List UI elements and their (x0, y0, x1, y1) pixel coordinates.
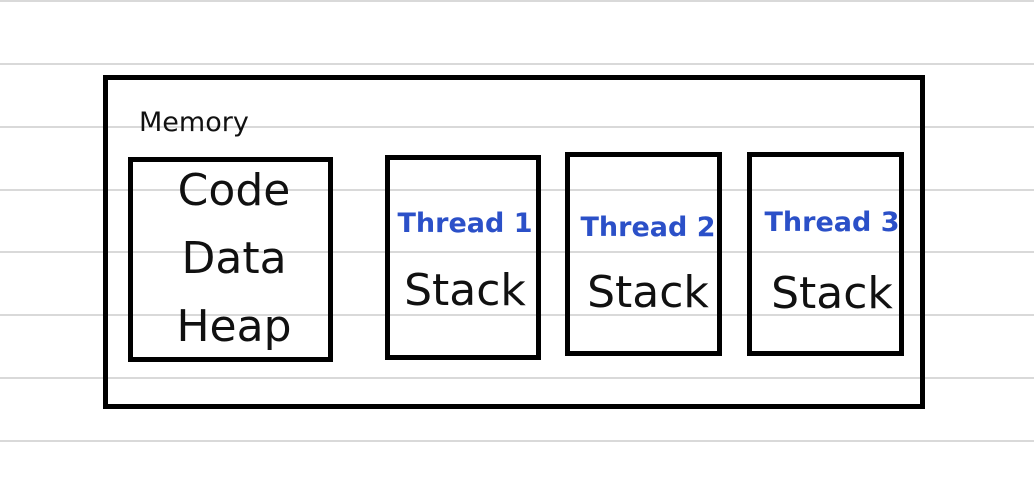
thread-2-label: Thread 2 (580, 212, 716, 243)
code-label: Code (177, 165, 291, 216)
thread-2-stack-label: Stack (587, 267, 709, 318)
thread-1-label: Thread 1 (397, 208, 533, 239)
ruled-line (0, 440, 1034, 442)
ruled-line (0, 251, 1034, 253)
thread-1-stack-box (385, 155, 541, 360)
ruled-line (0, 126, 1034, 128)
thread-1-stack-label: Stack (404, 265, 526, 316)
thread-3-label: Thread 3 (764, 207, 900, 238)
thread-3-stack-box (747, 152, 904, 356)
memory-label: Memory (139, 107, 249, 138)
ruled-line (0, 0, 1034, 2)
ruled-line (0, 189, 1034, 191)
data-label: Data (181, 233, 287, 284)
thread-3-stack-label: Stack (771, 268, 893, 319)
shared-region-box (128, 157, 333, 362)
heap-label: Heap (176, 301, 292, 352)
ruled-line (0, 314, 1034, 316)
ruled-line (0, 377, 1034, 379)
thread-2-stack-box (565, 152, 722, 356)
ruled-line (0, 63, 1034, 65)
memory-box (103, 75, 925, 409)
